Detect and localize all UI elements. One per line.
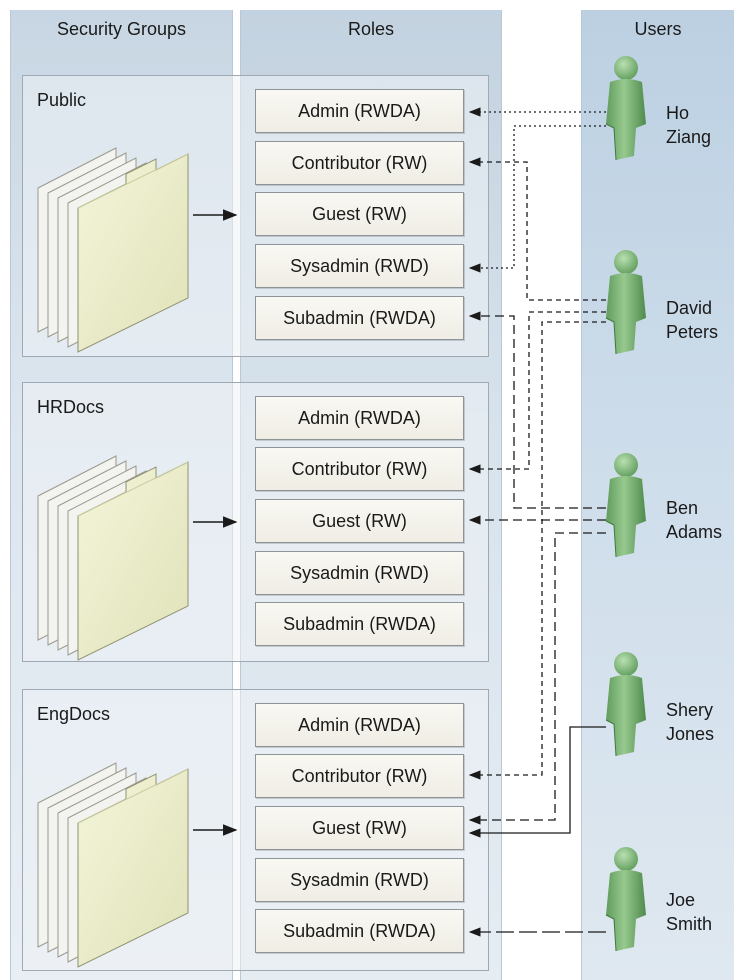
user-shery-jones: Shery Jones bbox=[666, 698, 714, 746]
user-first-name: David bbox=[666, 298, 713, 318]
person-icon bbox=[605, 651, 647, 757]
security-groups-header: Security Groups bbox=[56, 19, 187, 39]
role-contributor: Contributor (RW) bbox=[255, 754, 464, 798]
role-admin: Admin (RWDA) bbox=[255, 89, 464, 133]
user-last-name: Smith bbox=[666, 914, 713, 934]
connector-david-peters bbox=[468, 157, 606, 780]
user-first-name: Shery bbox=[666, 700, 714, 720]
folder-stack-icon bbox=[37, 147, 189, 353]
person-icon bbox=[605, 249, 647, 355]
user-ben-adams: Ben Adams bbox=[666, 496, 722, 544]
user-first-name: Ben bbox=[666, 498, 699, 518]
user-last-name: Peters bbox=[666, 322, 719, 342]
role-contributor: Contributor (RW) bbox=[255, 447, 464, 491]
role-sysadmin: Sysadmin (RWD) bbox=[255, 551, 464, 595]
users-column: Users bbox=[581, 10, 734, 980]
roles-header: Roles bbox=[347, 19, 395, 39]
role-subadmin: Subadmin (RWDA) bbox=[255, 602, 464, 646]
user-david-peters: David Peters bbox=[666, 296, 718, 344]
role-guest: Guest (RW) bbox=[255, 192, 464, 236]
role-guest: Guest (RW) bbox=[255, 499, 464, 543]
connector-ho-ziang bbox=[468, 107, 606, 273]
person-icon bbox=[605, 452, 647, 558]
user-last-name: Ziang bbox=[666, 127, 712, 147]
user-joe-smith: Joe Smith bbox=[666, 888, 712, 936]
role-subadmin: Subadmin (RWDA) bbox=[255, 296, 464, 340]
role-sysadmin: Sysadmin (RWD) bbox=[255, 858, 464, 902]
group-name: Public bbox=[37, 90, 87, 110]
role-admin: Admin (RWDA) bbox=[255, 703, 464, 747]
role-subadmin: Subadmin (RWDA) bbox=[255, 909, 464, 953]
person-icon bbox=[605, 846, 647, 952]
user-ho-ziang: Ho Ziang bbox=[666, 101, 711, 149]
person-icon bbox=[605, 55, 647, 161]
users-header: Users bbox=[634, 19, 682, 39]
role-guest: Guest (RW) bbox=[255, 806, 464, 850]
user-first-name: Ho bbox=[666, 103, 690, 123]
role-contributor: Contributor (RW) bbox=[255, 141, 464, 185]
folder-stack-icon bbox=[37, 762, 189, 968]
group-name: EngDocs bbox=[37, 704, 111, 724]
connector-shery-jones bbox=[468, 726, 606, 838]
user-last-name: Adams bbox=[666, 522, 723, 542]
user-first-name: Joe bbox=[666, 890, 696, 910]
connector-ben-adams bbox=[468, 311, 606, 825]
user-last-name: Jones bbox=[666, 724, 715, 744]
role-admin: Admin (RWDA) bbox=[255, 396, 464, 440]
folder-stack-icon bbox=[37, 455, 189, 661]
group-name: HRDocs bbox=[37, 397, 105, 417]
role-sysadmin: Sysadmin (RWD) bbox=[255, 244, 464, 288]
